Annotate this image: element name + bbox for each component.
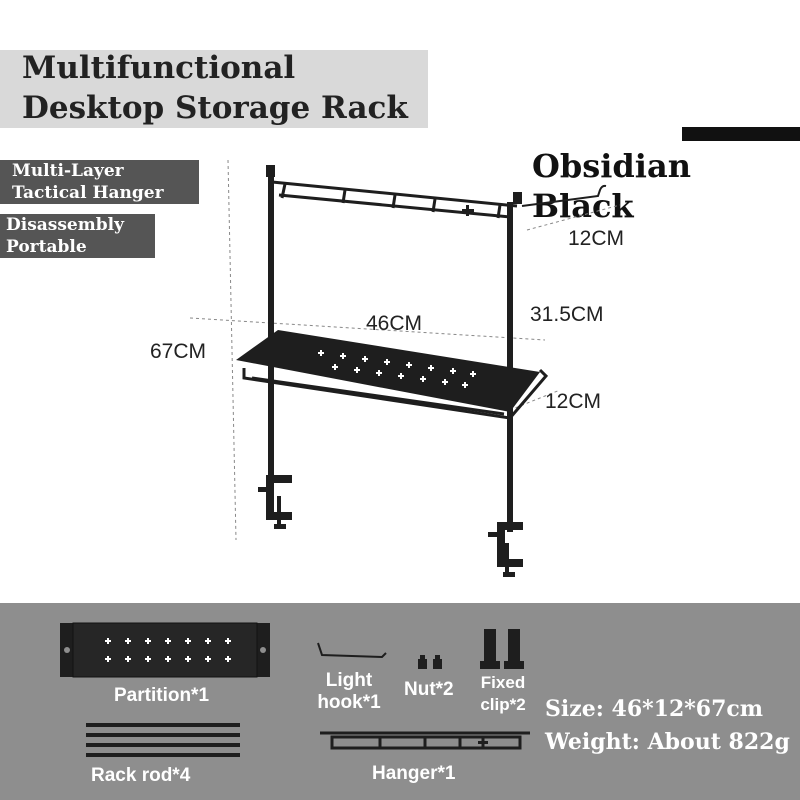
dim-top-depth: 12CM: [568, 227, 625, 250]
fixed-clip-label-line: Fixed: [480, 673, 526, 692]
title-banner: [0, 50, 428, 128]
dim-upper-height: 31.5CM: [530, 303, 604, 326]
tag-line: Tactical Hanger: [12, 183, 164, 203]
spec-size: Size: 46*12*67cm: [545, 696, 764, 722]
fixed-clip-label: Fixed clip*2: [475, 672, 531, 716]
dim-width: 46CM: [366, 312, 423, 335]
rack-rod-label: Rack rod*4: [91, 765, 191, 786]
rack-rod-illustration: [86, 723, 240, 757]
partition-label: Partition*1: [114, 685, 210, 706]
spec-weight: Weight: About 822g: [545, 729, 790, 755]
tag-line: Disassembly: [6, 215, 124, 235]
top-hanger-plus-mark: [462, 205, 474, 216]
shelf-plate: [236, 330, 540, 412]
hanger-illustration: [320, 731, 530, 750]
light-hook: [521, 184, 607, 207]
right-pole: [488, 192, 523, 577]
title-line-2: Desktop Storage Rack: [22, 90, 408, 126]
product-illustration: [189, 159, 621, 577]
nut-label: Nut*2: [404, 679, 454, 700]
shelf-perforations: [318, 350, 476, 388]
dim-total-height: 67CM: [150, 340, 207, 363]
fixed-clip-illustration: [480, 629, 524, 669]
parts-illustration: [60, 622, 530, 757]
fixed-clip-label-line: clip*2: [480, 695, 526, 714]
page-title: Multifunctional Desktop Storage Rack: [22, 48, 408, 128]
nut-illustration: [418, 655, 442, 669]
light-hook-label-line: hook*1: [317, 692, 381, 713]
color-accent-bar: [682, 127, 800, 141]
top-hanger: [271, 180, 518, 219]
hanger-label: Hanger*1: [372, 763, 456, 784]
light-hook-label-line: Light: [325, 670, 373, 691]
tag-line: Portable: [6, 237, 87, 257]
left-pole: [258, 165, 292, 529]
shelf-lower-hanger: [242, 368, 549, 420]
partition-illustration: [60, 622, 270, 678]
light-hook-label: Light hook*1: [316, 670, 382, 714]
title-line-1: Multifunctional: [22, 50, 296, 86]
feature-tag-multilayer: Multi-Layer Tactical Hanger: [0, 160, 199, 204]
light-hook-illustration: [317, 642, 387, 659]
tag-line: Multi-Layer: [12, 161, 124, 181]
dim-shelf-depth: 12CM: [545, 390, 602, 413]
feature-tag-disassembly: Disassembly Portable: [0, 214, 155, 258]
